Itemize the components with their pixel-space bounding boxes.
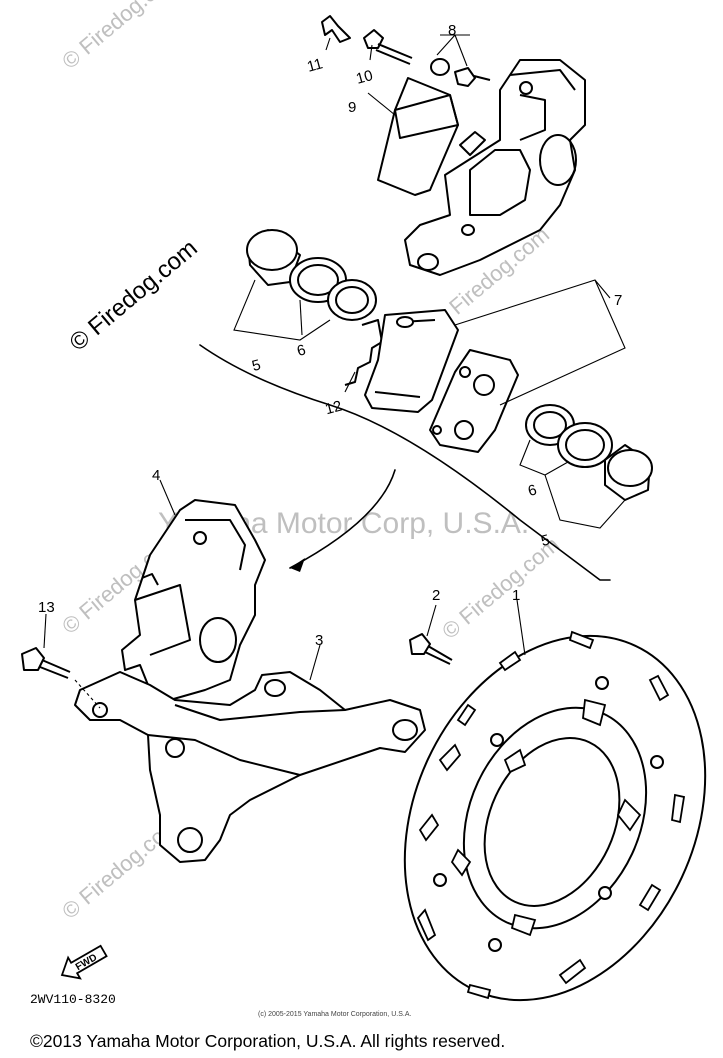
bolt-2 xyxy=(409,604,453,665)
bolt-10 xyxy=(363,29,413,65)
leaders-upper xyxy=(325,34,470,116)
callout-3: 3 xyxy=(315,632,323,649)
lower-caliper xyxy=(121,499,266,701)
callout-4: 4 xyxy=(152,467,160,484)
fwd-label: FWD xyxy=(74,952,99,973)
callout-10: 10 xyxy=(354,67,375,88)
callout-5a: 5 xyxy=(250,356,262,375)
bracket-3 xyxy=(74,671,426,863)
fwd-arrow-icon: FWD xyxy=(60,944,108,980)
upper-caliper xyxy=(404,59,586,276)
callout-13: 13 xyxy=(38,599,55,616)
watermark-site-dark: © Firedog.com xyxy=(65,235,203,357)
bleed-screw-8 xyxy=(430,58,491,87)
leader-4 xyxy=(159,479,176,516)
watermark-site-top: © Firedog.com xyxy=(57,0,184,74)
bolt-13 xyxy=(21,613,101,709)
callout-7: 7 xyxy=(614,292,622,309)
callout-11: 11 xyxy=(305,55,324,75)
callout-6b: 6 xyxy=(526,481,538,500)
leader-3 xyxy=(309,644,321,681)
callout-12: 12 xyxy=(323,398,344,419)
callout-2: 2 xyxy=(432,587,440,604)
exploded-internals xyxy=(199,229,653,581)
footer-copyright: ©2013 Yamaha Motor Corporation, U.S.A. A… xyxy=(30,1031,505,1051)
callout-8: 8 xyxy=(448,22,456,39)
callout-9: 9 xyxy=(348,99,356,116)
brake-disc-1 xyxy=(403,599,707,1002)
clip-11 xyxy=(321,15,351,43)
callout-1: 1 xyxy=(512,587,520,604)
callout-6a: 6 xyxy=(295,341,307,360)
small-copyright: (c) 2005-2015 Yamaha Motor Corporation, … xyxy=(258,1011,411,1018)
diagram-code: 2WV110-8320 xyxy=(30,992,116,1007)
